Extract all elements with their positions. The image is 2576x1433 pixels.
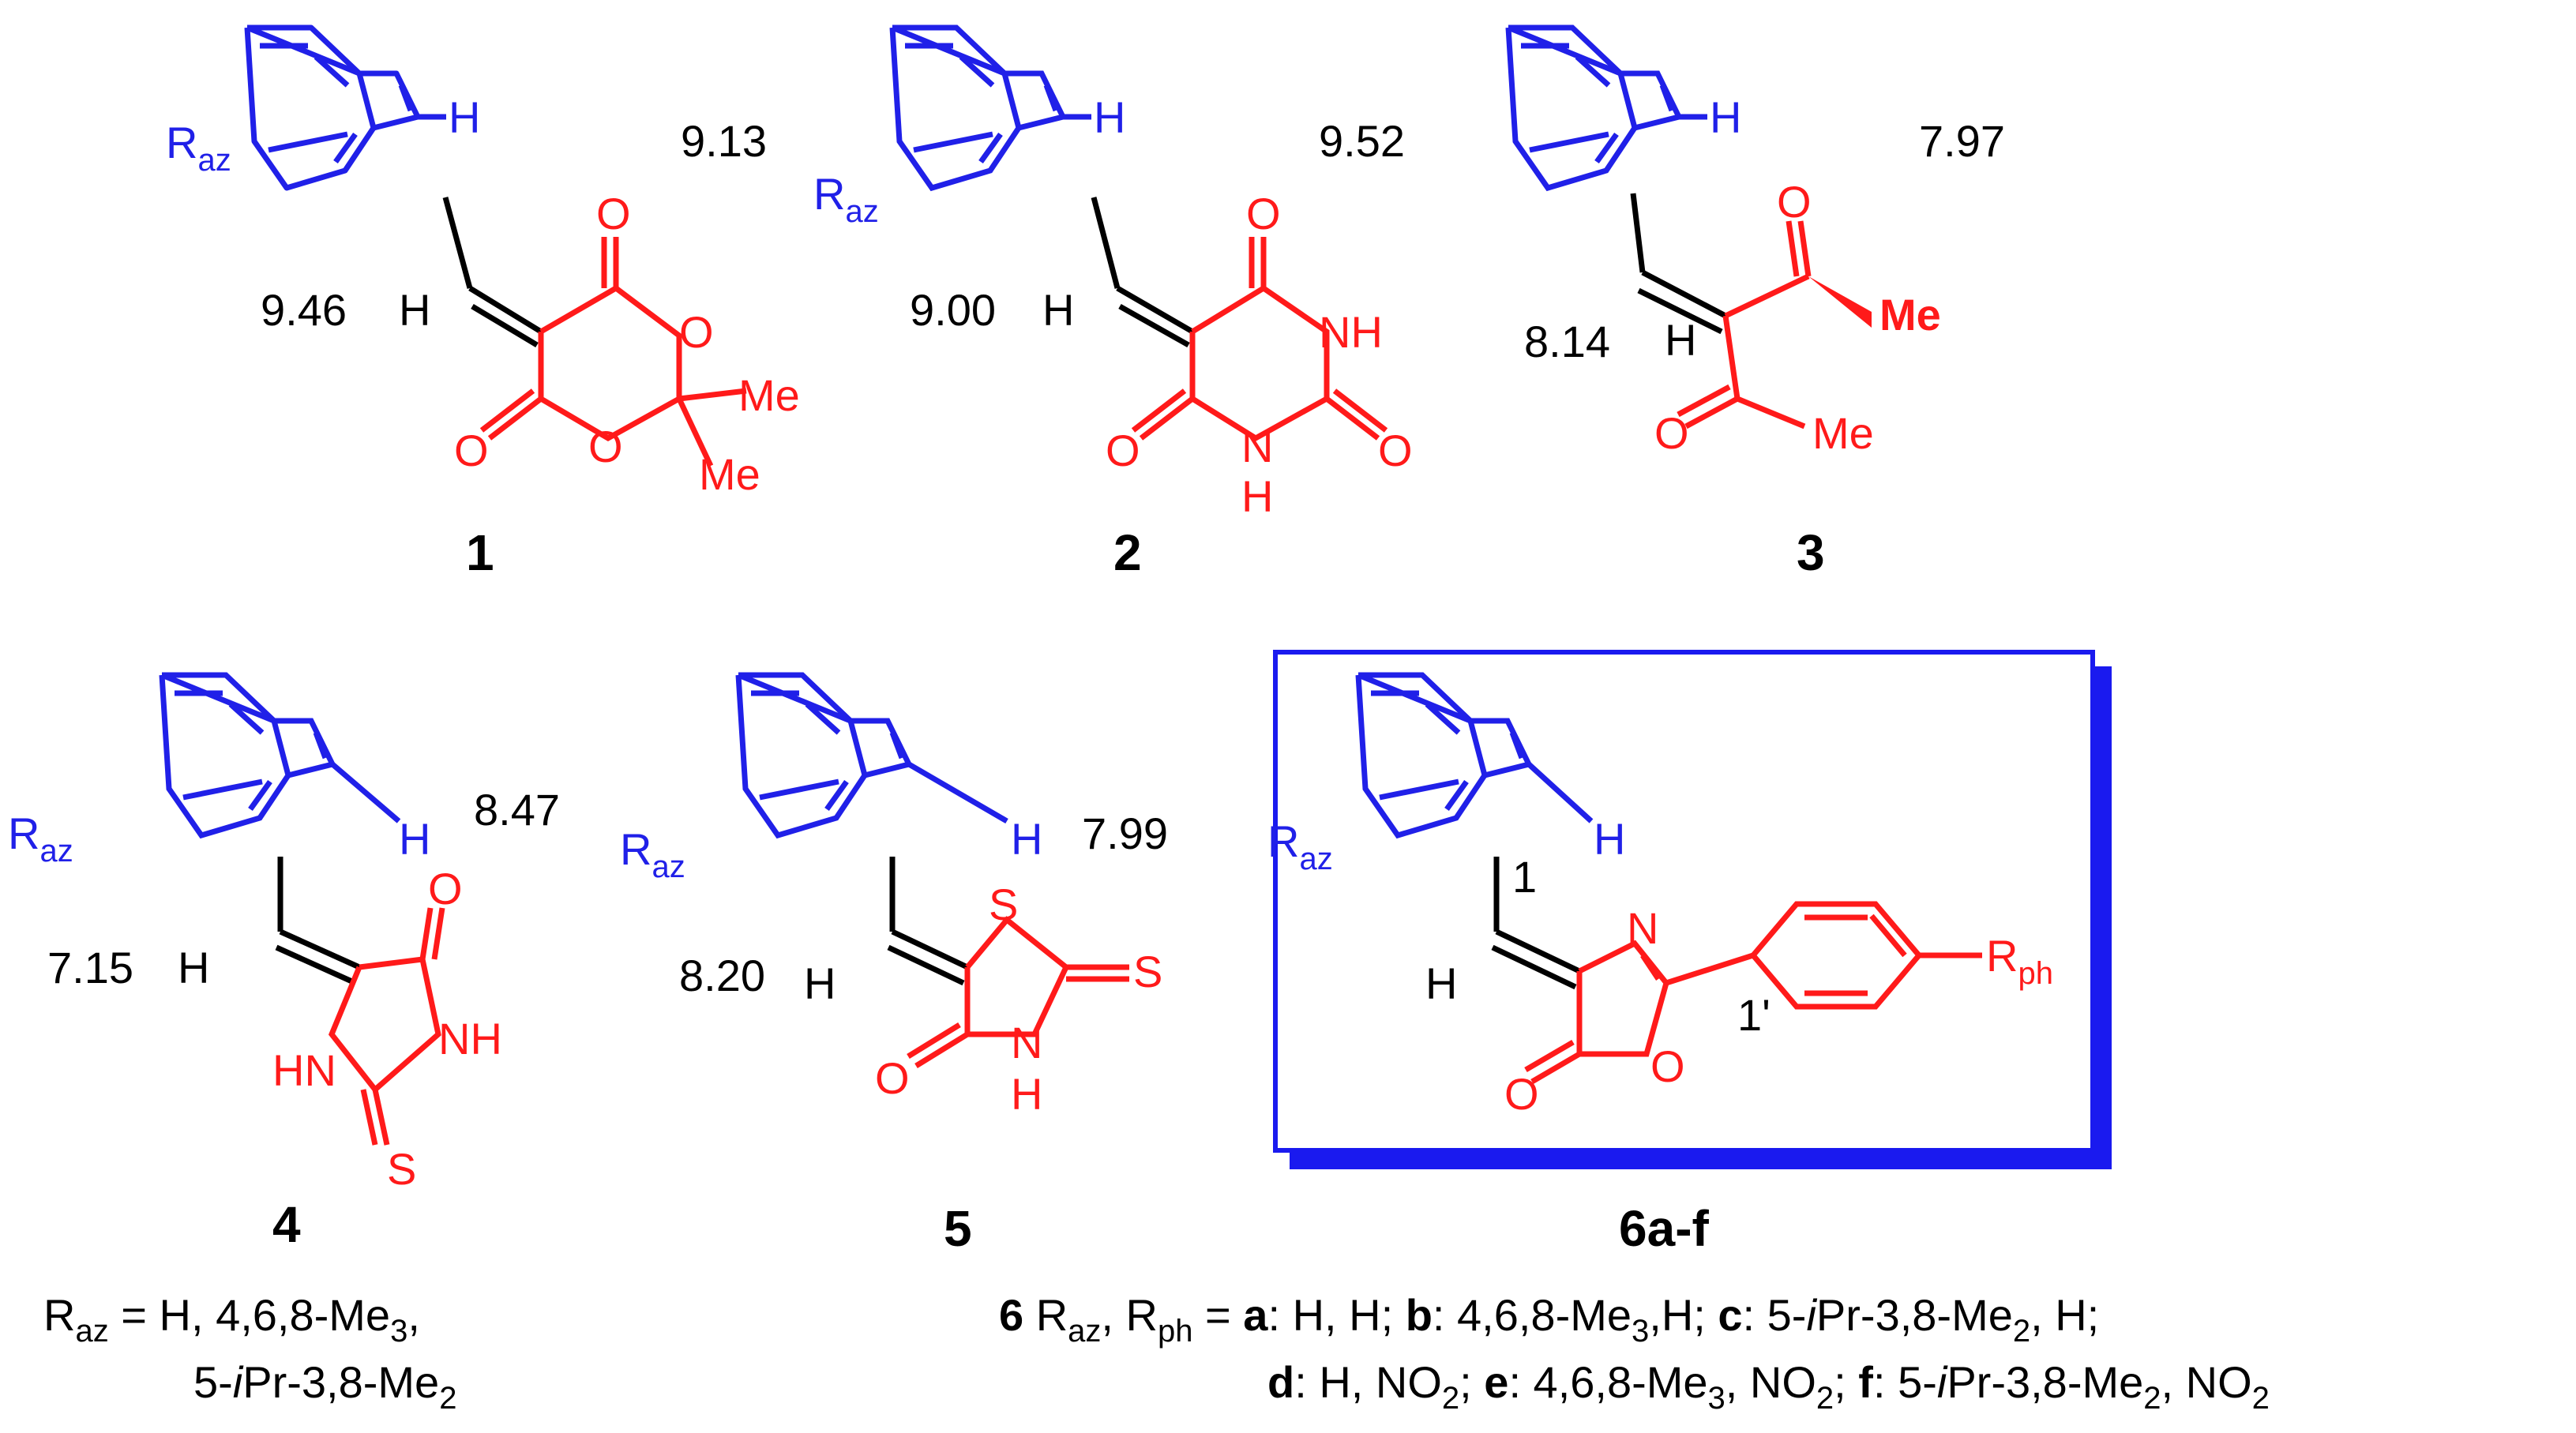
compound-label-6: 6a-f: [1619, 1200, 1710, 1257]
dioxanedione-ring-1: [479, 237, 747, 467]
hn-4b: HN: [272, 1045, 336, 1095]
vinyl-h-atom-3: H: [1665, 315, 1696, 365]
carbonyl-o-1b: O: [454, 426, 489, 475]
azulene-core-5: [735, 672, 1008, 839]
structure-6: H Raz 1 H N O O 1' Rph 6a-f: [1267, 672, 2053, 1257]
footnote-raz-line1: Raz = H, 4,6,8-Me3,: [43, 1290, 420, 1349]
rph-substituent-6: Rph: [1986, 931, 2053, 991]
vinyl-h-atom-6: H: [1425, 958, 1457, 1008]
methyl-3a: Me: [1879, 290, 1941, 339]
shift-vinyl-4: 7.15: [47, 943, 133, 992]
footnote-6-line2: d: H, NO2; e: 4,6,8-Me3, NO2; f: 5-iPr-3…: [1267, 1357, 2270, 1416]
compound-label-2: 2: [1113, 524, 1142, 581]
footnote-raz-line2: 5-iPr-3,8-Me2: [193, 1357, 456, 1416]
raz-substituent-1: Raz: [166, 118, 231, 178]
structure-6-box: [1273, 650, 2112, 1169]
vinyl-h-atom-1: H: [399, 285, 430, 335]
nh-n-5: N: [1011, 1018, 1042, 1067]
nh-2a: NH: [1319, 307, 1383, 357]
shift-h2-4: 8.47: [474, 785, 560, 835]
nh-h-2b: H: [1241, 471, 1273, 521]
ring-o-1b: O: [588, 422, 623, 471]
h2-atom-3: H: [1710, 92, 1741, 142]
shift-h2-5: 7.99: [1082, 808, 1168, 858]
raz-substituent-4: Raz: [8, 808, 73, 868]
vinyl-h-atom-2: H: [1042, 285, 1074, 335]
position-1-label: 1: [1512, 852, 1537, 902]
rhodanine-ring-5: [907, 916, 1129, 1068]
thione-s-5: S: [1133, 947, 1162, 996]
structure-5: H Raz 7.99 8.20 H S S N H O 5: [620, 672, 1168, 1257]
structure-2: H Raz 9.52 9.00 H O NH N H O O 2: [813, 24, 1413, 581]
carbonyl-o-5: O: [875, 1053, 910, 1103]
h2-atom-2: H: [1094, 92, 1125, 142]
vinyl-h-atom-5: H: [804, 958, 836, 1008]
nh-n-2b: N: [1241, 422, 1273, 471]
azulene-core-3: [1505, 24, 1707, 192]
ring-s-5: S: [989, 880, 1018, 929]
shift-vinyl-3: 8.14: [1524, 317, 1610, 366]
shift-h2-3: 7.97: [1919, 116, 2005, 166]
ring-o-6: O: [1650, 1041, 1685, 1091]
raz-substituent-6: Raz: [1267, 816, 1333, 876]
carbonyl-o-2a: O: [1246, 189, 1281, 238]
shift-vinyl-2: 9.00: [910, 285, 996, 335]
carbonyl-o-2c: O: [1378, 426, 1413, 475]
h2-atom-4: H: [399, 814, 430, 864]
structure-1: H Raz 9.13 9.46 H O O O O Me Me 1: [166, 24, 800, 581]
vinyl-linker-3: [1630, 193, 1727, 335]
methyl-1b: Me: [699, 449, 760, 499]
compound-label-5: 5: [944, 1200, 972, 1257]
azulene-core-1: [244, 24, 446, 191]
position-1prime-label: 1': [1737, 990, 1771, 1040]
carbonyl-o-4: O: [428, 864, 463, 913]
h2-atom-6: H: [1594, 814, 1625, 864]
nh-4a: NH: [438, 1014, 502, 1063]
vinyl-linker-5: [887, 857, 969, 986]
oxazolone-ring-6: [1524, 940, 1755, 1085]
methyl-wedge-3: [1808, 276, 1872, 328]
shift-vinyl-5: 8.20: [679, 951, 765, 1000]
vinyl-linker-2: [1091, 197, 1194, 348]
thiohydantoin-ring-4: [328, 907, 445, 1146]
footnote-6-line1: 6 Raz, Rph = a: H, H; b: 4,6,8-Me3,H; c:…: [999, 1290, 2099, 1349]
azulene-core-6: [1355, 672, 1594, 839]
ring-o-1a: O: [679, 307, 714, 357]
methyl-1a: Me: [738, 370, 800, 420]
shift-vinyl-1: 9.46: [261, 285, 347, 335]
nh-h-5: H: [1011, 1069, 1042, 1119]
structure-4: H Raz 8.47 7.15 H O NH HN S 4: [8, 672, 560, 1253]
vinyl-h-atom-4: H: [178, 943, 209, 992]
azulene-core-4: [159, 672, 401, 839]
vinyl-linker-1: [442, 197, 543, 348]
diketone-3: [1677, 220, 1812, 430]
shift-h2-1: 9.13: [681, 116, 767, 166]
carbonyl-o-1a: O: [596, 189, 631, 238]
phenyl-ring-6: [1751, 901, 1982, 1010]
shift-h2-2: 9.52: [1319, 116, 1405, 166]
structure-3: H 7.97 8.14 H O O Me Me 3: [1505, 24, 2005, 581]
compound-label-3: 3: [1797, 524, 1825, 581]
carbonyl-o-2b: O: [1106, 426, 1140, 475]
ring-n-6: N: [1627, 903, 1658, 953]
vinyl-linker-4: [275, 857, 361, 986]
raz-substituent-2: Raz: [813, 169, 879, 229]
h2-atom-5: H: [1011, 814, 1042, 864]
methyl-3b: Me: [1812, 408, 1874, 458]
azulene-core-2: [889, 24, 1091, 192]
raz-substituent-5: Raz: [620, 824, 685, 884]
carbonyl-o-6: O: [1504, 1069, 1539, 1119]
compound-label-4: 4: [272, 1196, 301, 1253]
barbiturate-ring-2: [1131, 237, 1388, 442]
compound-label-1: 1: [466, 524, 494, 581]
h2-atom-1: H: [449, 92, 480, 142]
vinyl-linker-6: [1491, 857, 1581, 990]
carbonyl-o-3b: O: [1654, 408, 1689, 458]
carbonyl-o-3a: O: [1777, 177, 1812, 227]
thione-s-4: S: [387, 1144, 416, 1194]
